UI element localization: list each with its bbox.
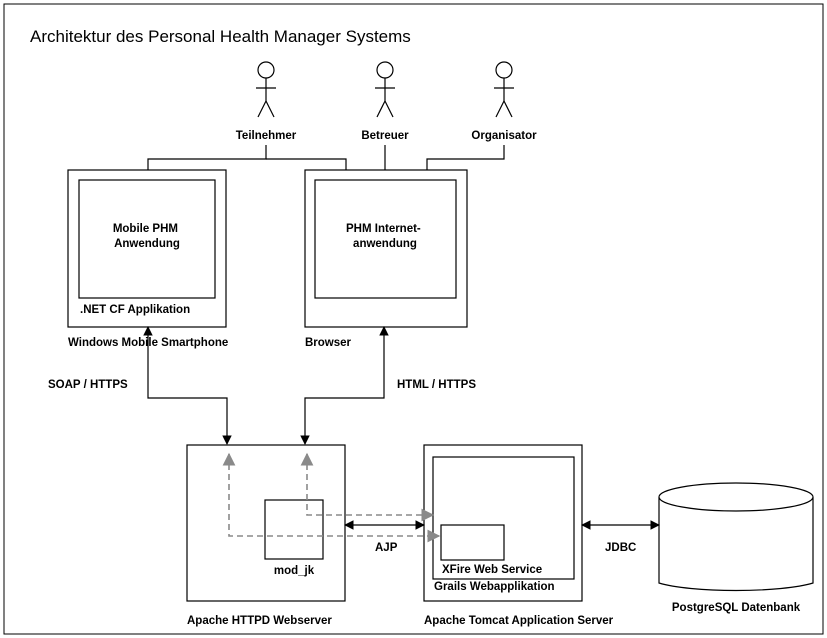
xfire-service [440, 524, 505, 561]
actor-label-organisator: Organisator [471, 130, 537, 142]
tomcat-label: Apache Tomcat Application Server [424, 615, 614, 627]
internet-app-label: PHM Internet- anwendung [346, 223, 424, 250]
browser-label: Browser [305, 337, 352, 349]
diagram-title: Architektur des Personal Health Manager … [30, 27, 411, 46]
actor-connectors [147, 145, 505, 170]
grails-label: Grails Webapplikation [434, 581, 555, 593]
net-cf-label: .NET CF Applikation [80, 304, 190, 316]
actor-organisator: Organisator [471, 61, 537, 142]
soap-flow-path [222, 452, 441, 543]
actor-label-betreuer: Betreuer [361, 130, 409, 142]
jdbc-label: JDBC [605, 542, 636, 554]
html-label: HTML / HTTPS [397, 379, 476, 391]
actor-betreuer: Betreuer [361, 61, 409, 142]
xfire-label: XFire Web Service [442, 564, 542, 576]
html-flow-path [300, 452, 435, 522]
soap-label: SOAP / HTTPS [48, 379, 128, 391]
html-connection [300, 326, 389, 445]
internet-app-screen [314, 179, 457, 299]
mod-jk-label: mod_jk [274, 565, 315, 577]
mod-jk-module [264, 499, 324, 560]
diagram-frame [3, 3, 824, 635]
mobile-app-screen [78, 179, 216, 299]
actor-teilnehmer: Teilnehmer [236, 61, 297, 142]
ajp-label: AJP [375, 542, 398, 554]
database-cylinder [658, 482, 814, 592]
grails-app [432, 456, 575, 580]
db-label: PostgreSQL Datenbank [672, 602, 801, 614]
soap-connection [143, 326, 232, 445]
actor-label-teilnehmer: Teilnehmer [236, 130, 297, 142]
mobile-app-label: Mobile PHM Anwendung [113, 223, 181, 250]
httpd-label: Apache HTTPD Webserver [187, 615, 332, 627]
